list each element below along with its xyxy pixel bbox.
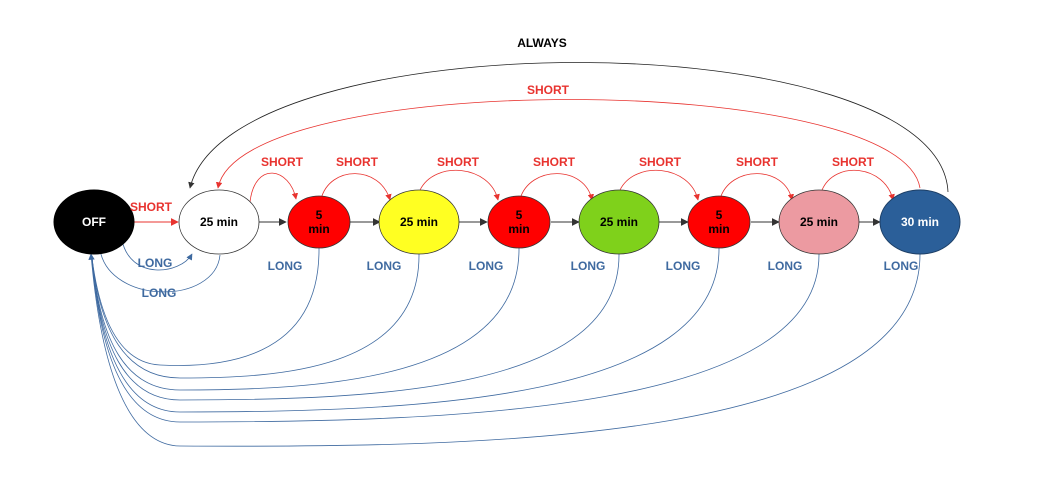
label-long-off-2: LONG bbox=[142, 286, 177, 300]
label-short-5: SHORT bbox=[639, 155, 682, 169]
state-work-4 bbox=[778, 189, 860, 255]
edge-short-6 bbox=[719, 173, 794, 201]
label-short-3: SHORT bbox=[437, 155, 480, 169]
state-break-1 bbox=[287, 195, 351, 249]
edge-long-4 bbox=[91, 253, 620, 401]
edge-long-6 bbox=[91, 253, 820, 423]
label-long-2: LONG bbox=[367, 259, 402, 273]
edge-short-3 bbox=[419, 169, 500, 201]
label-short-4: SHORT bbox=[533, 155, 576, 169]
edge-short-outer bbox=[215, 99, 921, 189]
label-short-7: SHORT bbox=[832, 155, 875, 169]
edge-long-7 bbox=[88, 253, 921, 447]
edge-always bbox=[188, 62, 949, 193]
state-work-2-label: 25 min bbox=[400, 215, 438, 229]
state-off bbox=[53, 189, 135, 255]
state-break-2-label-bottom: min bbox=[508, 222, 529, 236]
state-break-1-label-top: 5 bbox=[316, 208, 323, 222]
edge-short-1 bbox=[249, 172, 299, 203]
label-short-off: SHORT bbox=[130, 200, 173, 214]
edge-short-4 bbox=[519, 173, 594, 201]
edge-long-3 bbox=[91, 247, 520, 391]
label-short-6: SHORT bbox=[736, 155, 779, 169]
state-break-2-label-top: 5 bbox=[516, 208, 523, 222]
edge-long-off-1 bbox=[121, 239, 193, 271]
label-short-2: SHORT bbox=[336, 155, 379, 169]
edge-short-2 bbox=[320, 173, 392, 201]
edge-short-5 bbox=[619, 169, 700, 201]
label-long-7: LONG bbox=[884, 259, 919, 273]
state-work-3-label: 25 min bbox=[600, 215, 638, 229]
state-break-2 bbox=[487, 195, 551, 249]
state-work-1 bbox=[178, 189, 260, 255]
edge-long-5 bbox=[91, 247, 720, 413]
label-short-outer: SHORT bbox=[527, 83, 570, 97]
state-break-3 bbox=[687, 195, 751, 249]
label-long-5: LONG bbox=[666, 259, 701, 273]
label-long-6: LONG bbox=[768, 259, 803, 273]
state-work-2 bbox=[378, 189, 460, 255]
edge-long-off-2 bbox=[99, 249, 221, 293]
label-long-4: LONG bbox=[571, 259, 606, 273]
state-work-3 bbox=[578, 189, 660, 255]
state-off-label: OFF bbox=[82, 215, 106, 229]
state-work-1-label: 25 min bbox=[200, 215, 238, 229]
edge-long-2 bbox=[91, 253, 420, 379]
state-break-3-label-bottom: min bbox=[708, 222, 729, 236]
state-long-break bbox=[879, 189, 961, 255]
edge-short-7 bbox=[821, 169, 895, 201]
state-work-4-label: 25 min bbox=[800, 215, 838, 229]
state-break-3-label-top: 5 bbox=[716, 208, 723, 222]
state-break-1-label-bottom: min bbox=[308, 222, 329, 236]
label-always: ALWAYS bbox=[517, 36, 567, 50]
label-long-3: LONG bbox=[469, 259, 504, 273]
state-long-break-label: 30 min bbox=[901, 215, 939, 229]
label-long-1: LONG bbox=[268, 259, 303, 273]
label-short-1: SHORT bbox=[261, 155, 304, 169]
edge-long-1 bbox=[91, 247, 320, 366]
label-long-off-1: LONG bbox=[138, 256, 173, 270]
